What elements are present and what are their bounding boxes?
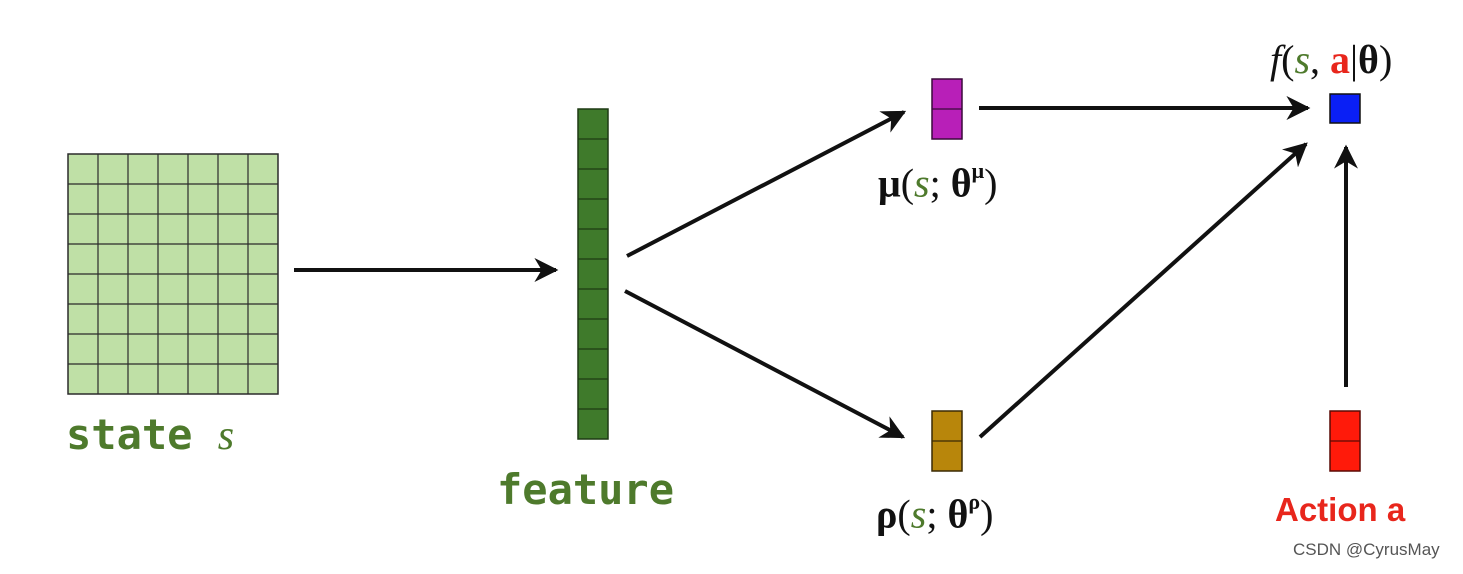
action-block: [1329, 410, 1361, 472]
watermark: CSDN @CyrusMay: [1293, 540, 1440, 559]
state-label: state s: [66, 413, 235, 459]
rho-symbol: ρ: [876, 491, 898, 537]
arrow-feature-to-mu: [626, 110, 907, 258]
mu-theta: θ: [950, 160, 972, 206]
mu-superscript: μ: [971, 158, 985, 183]
rho-block: [931, 410, 963, 472]
feature-label: feature: [497, 465, 675, 514]
arrow-rho-to-f: [978, 142, 1308, 439]
f-action-var: a: [1330, 37, 1351, 82]
state-variable: s: [217, 413, 235, 459]
state-grid: [67, 153, 279, 395]
mu-block: [931, 78, 963, 140]
f-symbol: f: [1270, 37, 1282, 82]
mu-label: μ(s; θμ): [878, 158, 998, 206]
rho-label: ρ(s; θρ): [876, 489, 994, 537]
mu-state-var: s: [914, 160, 930, 206]
q-function-label: f(s, a|θ): [1270, 37, 1393, 82]
rho-superscript: ρ: [968, 489, 981, 514]
feature-vector: [577, 108, 609, 440]
mu-symbol: μ: [878, 160, 901, 206]
action-label: Action a: [1275, 491, 1406, 528]
arrow-feature-to-rho: [624, 289, 906, 439]
f-state-var: s: [1294, 37, 1311, 82]
q-value-block: [1329, 93, 1361, 124]
rho-state-var: s: [910, 491, 927, 537]
f-theta: θ: [1358, 37, 1379, 82]
rho-theta: θ: [947, 491, 969, 537]
state-word: state: [66, 410, 193, 459]
